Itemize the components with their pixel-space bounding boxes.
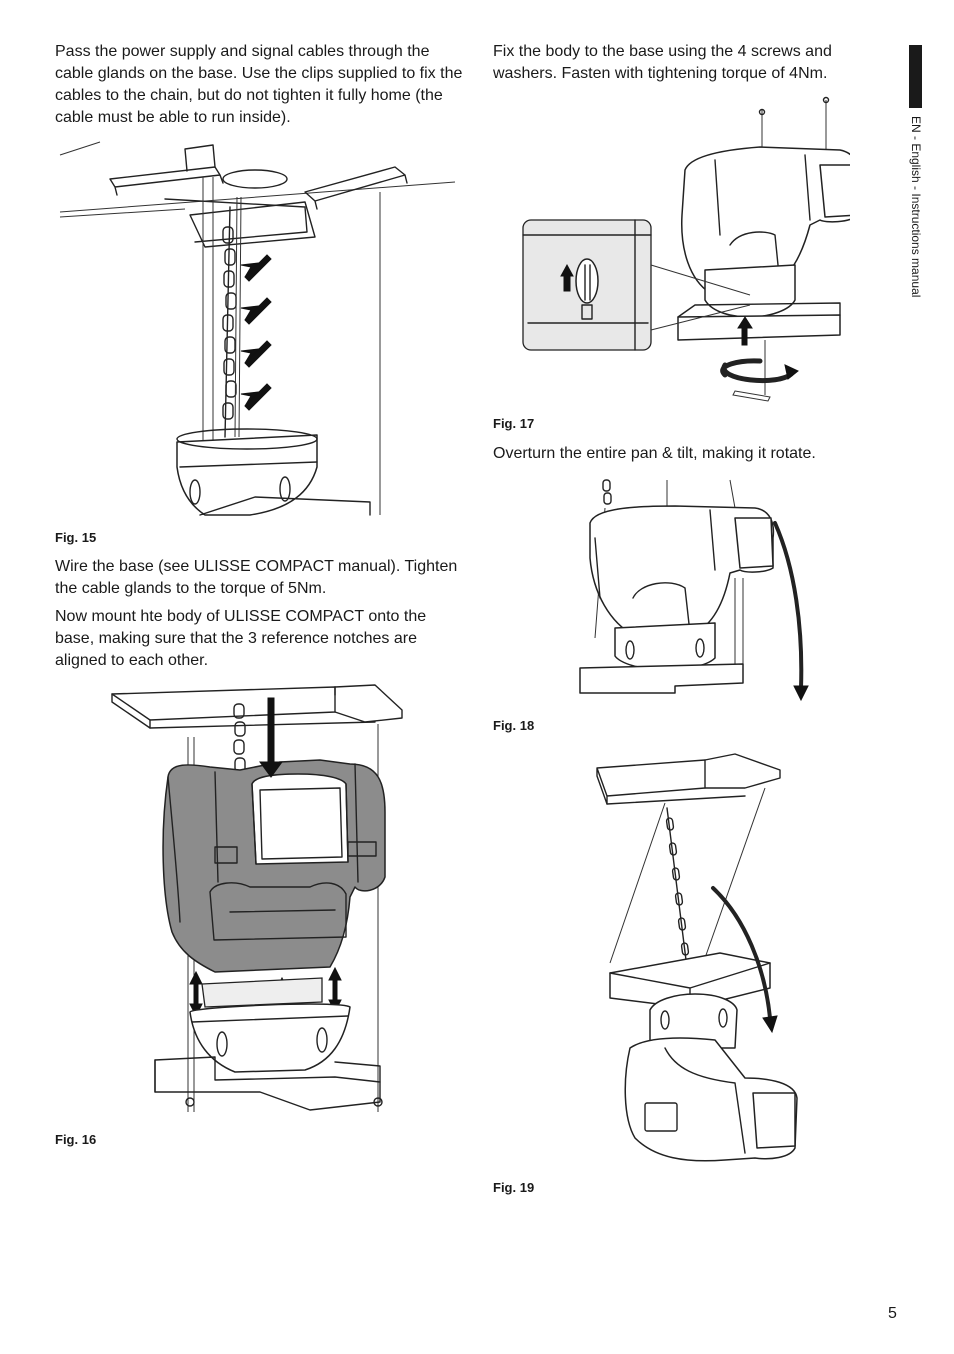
instruction-paragraph-mount-body: Now mount hte body of ULISSE COMPACT ont…	[55, 608, 427, 669]
figure-16-body-mount-illustration	[110, 682, 405, 1122]
instruction-paragraph-fix-body: Fix the body to the base using the 4 scr…	[493, 43, 832, 82]
instruction-paragraph-cables: Pass the power supply and signal cables …	[55, 43, 463, 126]
figure-17-screw-fixing-illustration	[520, 95, 850, 405]
instruction-paragraph-wiring: Wire the base (see ULISSE COMPACT manual…	[55, 558, 458, 597]
language-tab-label: EN - English - Instructions manual	[909, 116, 923, 298]
figure-19-inverted-illustration	[595, 748, 805, 1168]
page-number: 5	[888, 1305, 897, 1322]
figure-17-caption: Fig. 17	[493, 416, 535, 431]
figure-18-caption: Fig. 18	[493, 718, 535, 733]
figure-15-cable-chain-illustration	[55, 137, 460, 517]
figure-16-caption: Fig. 16	[55, 1132, 97, 1147]
figure-18-overturn-illustration	[575, 478, 815, 708]
figure-19-caption: Fig. 19	[493, 1180, 535, 1195]
figure-15-caption: Fig. 15	[55, 530, 97, 545]
language-tab-marker	[909, 45, 922, 108]
instruction-paragraph-overturn: Overturn the entire pan & tilt, making i…	[493, 445, 816, 462]
